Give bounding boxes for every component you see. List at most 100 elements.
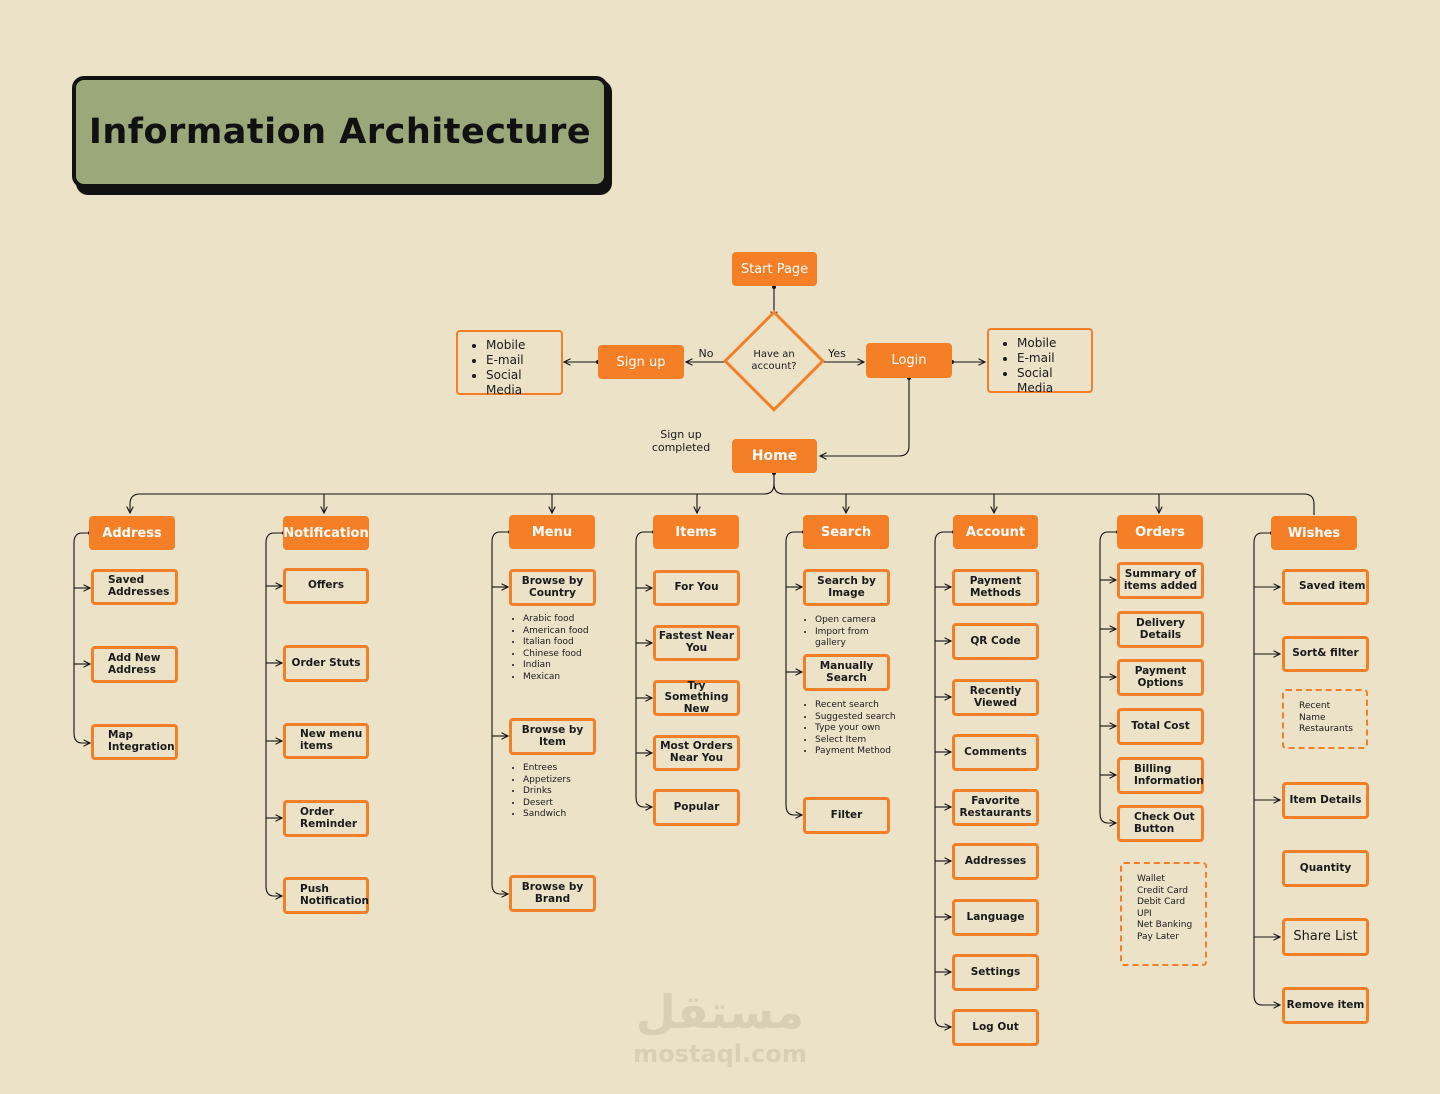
order-status-node[interactable]: Order Stuts — [283, 645, 369, 682]
qr-code-node[interactable]: QR Code — [952, 623, 1039, 660]
payment-options-list: Wallet Credit Card Debit Card UPI Net Ba… — [1120, 862, 1207, 966]
add-new-address-node[interactable]: Add New Address — [91, 646, 178, 683]
search-by-image-node[interactable]: Search by Image — [803, 569, 890, 606]
signup-method: E-mail — [486, 353, 555, 368]
watermark-arabic: مستقل — [635, 985, 805, 1039]
login-method: Social Media — [1017, 366, 1085, 396]
payment-option: Pay Later — [1137, 931, 1180, 942]
payment-option: UPI — [1137, 908, 1152, 919]
country-list: Arabic food American food Italian food C… — [505, 614, 605, 683]
manual-search-option: Payment Method — [815, 746, 897, 758]
billing-information-node[interactable]: Billing Information — [1117, 757, 1204, 794]
checkout-button-node[interactable]: Check Out Button — [1117, 805, 1204, 842]
payment-option: Net Banking — [1137, 920, 1193, 930]
remove-item-node[interactable]: Remove item — [1282, 987, 1369, 1024]
decision-label: Have an account? — [751, 349, 797, 372]
address-header[interactable]: Address — [89, 516, 175, 550]
menu-header[interactable]: Menu — [509, 515, 595, 549]
category-item: Desert — [523, 798, 605, 810]
title-card: Information Architecture — [72, 76, 608, 188]
comments-node[interactable]: Comments — [952, 734, 1039, 771]
home-node[interactable]: Home — [732, 439, 817, 473]
payment-options-node[interactable]: Payment Options — [1117, 659, 1204, 696]
signup-method: Mobile — [486, 338, 555, 353]
saved-item-node[interactable]: Saved item — [1282, 569, 1369, 605]
payment-option: Credit Card — [1137, 885, 1188, 896]
page-title: Information Architecture — [88, 112, 592, 152]
country-item: American food — [523, 626, 605, 638]
try-something-new-node[interactable]: Try Something New — [653, 680, 740, 716]
total-cost-node[interactable]: Total Cost — [1117, 708, 1204, 745]
items-header[interactable]: Items — [653, 515, 739, 549]
sort-options-list: Recent Name Restaurants — [1282, 689, 1368, 749]
signup-node[interactable]: Sign up — [598, 345, 684, 379]
login-node[interactable]: Login — [866, 343, 952, 378]
country-item: Chinese food — [523, 649, 605, 661]
account-header[interactable]: Account — [953, 515, 1038, 549]
manual-search-option: Type your own — [815, 723, 897, 735]
most-orders-near-you-node[interactable]: Most Orders Near You — [653, 735, 740, 771]
language-node[interactable]: Language — [952, 899, 1039, 936]
fastest-near-you-node[interactable]: Fastest Near You — [653, 625, 740, 661]
signup-method: Social Media — [486, 368, 555, 398]
wishes-header[interactable]: Wishes — [1271, 516, 1357, 550]
category-item: Sandwich — [523, 809, 605, 821]
manual-search-option: Select Item — [815, 735, 897, 747]
payment-option: Wallet — [1137, 874, 1165, 884]
notification-header[interactable]: Notification — [283, 516, 369, 550]
yes-label: Yes — [828, 347, 846, 360]
country-item: Arabic food — [523, 614, 605, 626]
start-page-node[interactable]: Start Page — [732, 252, 817, 286]
country-item: Indian — [523, 660, 605, 672]
image-search-list: Open camera Import from gallery — [797, 615, 897, 650]
image-search-option: Open camera — [815, 615, 897, 627]
favorite-restaurants-node[interactable]: Favorite Restaurants — [952, 789, 1039, 826]
log-out-node[interactable]: Log Out — [952, 1009, 1039, 1046]
addresses-node[interactable]: Addresses — [952, 843, 1039, 880]
orders-header[interactable]: Orders — [1117, 515, 1203, 549]
search-header[interactable]: Search — [803, 515, 889, 549]
category-item: Drinks — [523, 786, 605, 798]
signup-completed-label: Sign up completed — [651, 428, 711, 454]
manual-search-list: Recent search Suggested search Type your… — [797, 700, 897, 758]
login-method: E-mail — [1017, 351, 1085, 366]
signup-methods-box: Mobile E-mail Social Media — [456, 330, 563, 398]
item-category-list: Entrees Appetizers Drinks Desert Sandwic… — [505, 763, 605, 821]
manual-search-option: Suggested search — [815, 712, 897, 724]
manually-search-node[interactable]: Manually Search — [803, 654, 890, 691]
order-reminder-node[interactable]: Order Reminder — [283, 800, 369, 837]
saved-addresses-node[interactable]: Saved Addresses — [91, 569, 178, 605]
browse-by-country-node[interactable]: Browse by Country — [509, 569, 596, 606]
category-item: Appetizers — [523, 775, 605, 787]
summary-of-items-node[interactable]: Summary of items added — [1117, 562, 1204, 599]
push-notification-node[interactable]: Push Notification — [283, 877, 369, 914]
recently-viewed-node[interactable]: Recently Viewed — [952, 679, 1039, 716]
category-item: Entrees — [523, 763, 605, 775]
login-method: Mobile — [1017, 336, 1085, 351]
for-you-node[interactable]: For You — [653, 570, 740, 606]
item-details-node[interactable]: Item Details — [1282, 782, 1369, 819]
share-list-node[interactable]: Share List — [1282, 918, 1369, 956]
new-menu-items-node[interactable]: New menu items — [283, 723, 369, 759]
login-methods-box: Mobile E-mail Social Media — [987, 328, 1093, 396]
offers-node[interactable]: Offers — [283, 568, 369, 604]
country-item: Mexican — [523, 672, 605, 684]
payment-option: Debit Card — [1137, 897, 1186, 907]
filter-node[interactable]: Filter — [803, 797, 890, 834]
popular-node[interactable]: Popular — [653, 789, 740, 826]
sort-option: Restaurants — [1299, 724, 1353, 734]
watermark-latin: mostaql.com — [633, 1040, 807, 1068]
sort-filter-node[interactable]: Sort& filter — [1282, 636, 1369, 672]
browse-by-item-node[interactable]: Browse by Item — [509, 718, 596, 755]
quantity-node[interactable]: Quantity — [1282, 850, 1369, 887]
map-integration-node[interactable]: Map Integration — [91, 724, 178, 760]
settings-node[interactable]: Settings — [952, 954, 1039, 991]
sort-option: Recent — [1299, 701, 1331, 711]
image-search-option: Import from gallery — [815, 627, 897, 650]
manual-search-option: Recent search — [815, 700, 897, 712]
payment-methods-node[interactable]: Payment Methods — [952, 569, 1039, 606]
delivery-details-node[interactable]: Delivery Details — [1117, 611, 1204, 648]
country-item: Italian food — [523, 637, 605, 649]
browse-by-brand-node[interactable]: Browse by Brand — [509, 875, 596, 912]
